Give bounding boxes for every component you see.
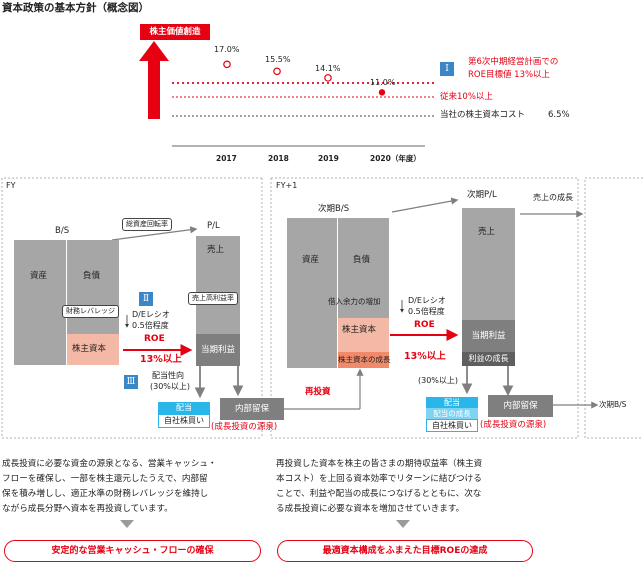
fy-assets-box [14,240,66,365]
fy-turnover-note: 総資産回転率 [122,218,172,231]
cost-of-equity-value: 6.5% [548,110,570,120]
fy-equity-label: 株主資本 [72,344,107,354]
fy-liabilities-label: 負債 [83,271,101,281]
fy-de-ratio-2: 0.5倍程度 [132,321,169,330]
fy-roe-value: 13%以上 [140,354,182,365]
fy-leverage-note: 財務レバレッジ [62,305,119,318]
text-left-line: ながら成長分野へ資本を再投資しています。 [2,504,173,514]
fy-retained-box: 内部留保 [220,398,284,420]
roe-point-2017 [223,60,231,69]
roe-point-2018 [273,67,281,76]
shareholder-value-badge: 株主価値創造 [140,24,210,40]
fy-equity-box [67,334,119,365]
text-left-line: 保を積み増しし、適正水準の財務レバレッジを維持し [2,489,209,499]
fy1-dividend-growth-box: 配当の成長 [426,408,478,419]
fy-payout-2: (30%以上) [150,382,191,391]
prev-target-text: 従来10%以上 [440,92,493,102]
text-left: 成長投資に必要な資金の源泉となる、営業キャッシュ・ フローを確保し、一部を株主還… [2,457,264,517]
fy1-liabilities-label: 負債 [353,255,371,265]
fy1-pl-label: 次期P/L [467,190,497,200]
fy1-sales-box [462,208,515,320]
fy1-de-ratio-1: D/Eレシオ [408,296,446,305]
fy-sales-label: 売上 [207,245,225,255]
fy1-label: FY+1 [276,181,298,190]
fy-label: FY [6,181,16,190]
pill-right: 最適資本構成をふまえた目標ROEの達成 [277,540,533,562]
fy1-turnover-arrow [391,197,459,213]
fy-pl-label: P/L [207,221,220,231]
fy1-liabilities-box [338,218,389,318]
next-bs-label: 次期B/S [599,400,627,409]
fy1-assets-label: 資産 [302,255,320,265]
fy1-dividend-box: 配当 [426,397,478,408]
roe-trend-plot [172,60,435,147]
text-left-line: 成長投資に必要な資金の源泉となる、営業キャッシュ・ [2,459,217,469]
fy1-payout: (30%以上) [418,376,459,385]
data-label-2018: 15.5% [265,55,291,64]
turnover-arrow [111,226,198,241]
fy1-sales-label: 売上 [478,227,496,237]
fy-profit-box: 当期利益 [196,334,240,366]
fy1-equity-growth-box: 株主資本の成長 [338,352,391,368]
data-label-2019: 14.1% [315,64,341,73]
roman-numeral-1: Ⅰ [440,62,454,76]
fy-bs-label: B/S [55,226,70,236]
data-label-2017: 17.0% [214,45,240,54]
text-right-line: ことで、利益や配当の成長につなげるとともに、次な [276,489,482,499]
data-label-2020: 11.0% [370,78,396,87]
year-2017: 2017 [216,154,237,163]
fy1-buyback-box: 自社株買い [426,419,478,432]
fy-dividend-box: 配当 [158,402,210,414]
year-2020: 2020（年度） [370,154,421,163]
fy1-roe-value: 13%以上 [404,351,446,362]
fy-liabilities-box [67,240,119,334]
fy2-panel-border [584,177,643,439]
fy1-panel-border [270,177,579,439]
top-chart: 株主価値創造 17.0% 15.5% 14.1% 11.0% 2017 2018… [0,0,643,170]
text-right-line: 再投資した資本を株主の皆さまの期待収益率（株主資 [276,459,483,469]
target-text-line2: ROE目標値 13%以上 [468,70,551,80]
page-title: 資本政策の基本方針（概念図） [2,2,149,14]
fy-panel-border [1,177,262,439]
fy-roe-label: ROE [144,334,165,344]
text-right: 再投資した資本を株主の皆さまの期待収益率（株主資 本コスト）を上回る資本効率でリ… [276,457,576,517]
fy1-profit-growth-box: 利益の成長 [462,352,515,366]
text-right-line: る成長投資に必要な資本を増加させていきます。 [276,504,465,514]
roe-point-2020 [378,89,386,96]
roman-numeral-2: Ⅱ [139,292,153,306]
reinvest-label: 再投資 [305,387,331,397]
fy-assets-label: 資産 [30,271,48,281]
fy1-roe-label: ROE [414,320,435,330]
fy1-equity-box [338,318,389,352]
fy-sales-box [196,236,240,334]
fy1-equity-label: 株主資本 [342,325,377,335]
fy1-growth-source: (成長投資の源泉) [480,420,547,430]
fy1-bs-label: 次期B/S [318,204,350,214]
roman-numeral-3: Ⅲ [124,375,138,389]
fy1-profit-box: 当期利益 [462,320,515,352]
pill-left: 安定的な営業キャッシュ・フローの確保 [4,540,261,562]
target-text-line1: 第6次中期経営計画での [468,57,559,67]
down-triangle-right [396,520,410,528]
fy1-sales-growth: 売上の成長 [533,193,573,202]
fy-growth-source: (成長投資の源泉) [211,422,278,432]
text-right-line: 本コスト）を上回る資本効率でリターンに結びつける [276,474,482,484]
fy1-borrow-label: 借入余力の増加 [328,297,381,306]
year-2019: 2019 [318,154,339,163]
up-arrow-icon [139,41,169,119]
fy-payout-1: 配当性向 [152,371,184,380]
text-left-line: フローを確保し、一部を株主還元したうえで、内部留 [2,474,208,484]
fy1-retained-box: 内部留保 [488,395,553,417]
fy-margin-note: 売上高利益率 [188,292,238,305]
fy1-assets-box [287,218,337,368]
year-2018: 2018 [268,154,289,163]
fy1-de-ratio-2: 0.5倍程度 [408,307,445,316]
roe-point-2019 [324,74,332,82]
fy-de-ratio-1: D/Eレシオ [132,310,170,319]
down-triangle-left [120,520,134,528]
fy-buyback-box: 自社株買い [158,414,210,428]
cost-of-equity-label: 当社の株主資本コスト [440,110,526,120]
